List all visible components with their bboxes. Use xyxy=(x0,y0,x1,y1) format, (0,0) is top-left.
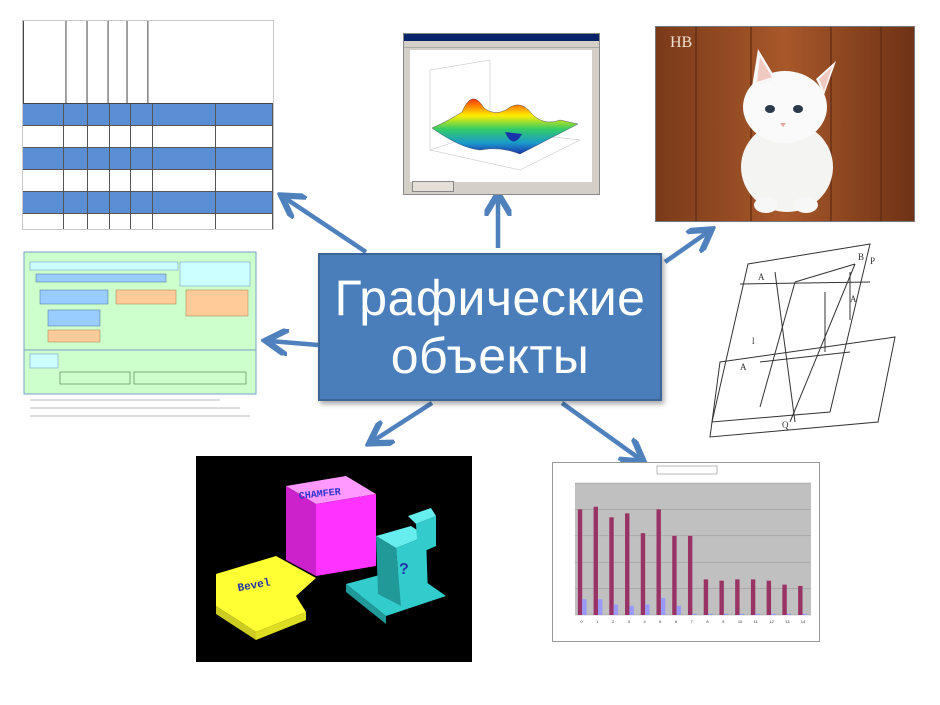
x-tick-label: 7 xyxy=(691,619,694,624)
arrow-to-table xyxy=(285,198,368,254)
window-menubar xyxy=(404,41,599,48)
x-tick-label: 5 xyxy=(659,619,662,624)
svg-text:B: B xyxy=(858,252,864,262)
svg-text:A: A xyxy=(758,272,765,282)
svg-text:A: A xyxy=(740,362,747,372)
table-row xyxy=(23,192,273,214)
bar-series-1-1 xyxy=(593,506,598,615)
table-row xyxy=(23,214,273,229)
x-tick-label: 3 xyxy=(628,619,631,624)
svg-text:l: l xyxy=(752,336,755,346)
plot-area xyxy=(575,483,811,615)
x-tick-label: 1 xyxy=(596,619,599,624)
bar-series-2-1 xyxy=(597,599,603,615)
table-row xyxy=(23,104,273,126)
kitten-photo: HB xyxy=(655,26,915,222)
bar-series-2-11 xyxy=(755,613,760,615)
bar-series-1-4 xyxy=(640,533,646,615)
svg-text:P: P xyxy=(870,256,875,266)
bar-series-1-9 xyxy=(719,580,724,615)
bar-series-2-7 xyxy=(692,613,697,615)
bar-series-2-9 xyxy=(723,613,729,615)
central-topic-box: Графические объекты xyxy=(318,253,662,401)
photo-watermark-logo: HB xyxy=(670,34,693,51)
question-label: ? xyxy=(399,561,409,578)
bar-series-1-8 xyxy=(703,579,709,615)
bar-series-1-3 xyxy=(625,513,630,615)
x-tick-label: 13 xyxy=(785,619,790,624)
chart-title-box xyxy=(656,465,718,475)
bar-series-2-3 xyxy=(629,605,634,615)
window-titlebar xyxy=(404,34,599,41)
svg-text:Q: Q xyxy=(782,420,789,430)
bar-series-2-0 xyxy=(582,599,587,615)
x-tick-label: 8 xyxy=(706,619,709,624)
bar-series-1-12 xyxy=(766,580,772,615)
table-header xyxy=(23,21,273,104)
bar-series-1-13 xyxy=(782,584,787,615)
central-title-line-2: объекты xyxy=(390,328,590,384)
table-row xyxy=(23,148,273,170)
surface-plot-window xyxy=(403,33,600,195)
central-title-line-1: Графические xyxy=(334,270,646,326)
bar-series-2-13 xyxy=(786,613,792,615)
surface-plot-area xyxy=(410,50,592,182)
bar-series-1-5 xyxy=(656,509,661,615)
x-tick-label: 12 xyxy=(769,619,774,624)
arrow-to-shapes xyxy=(373,401,434,441)
bar-series-2-5 xyxy=(660,597,666,615)
bar-series-1-7 xyxy=(687,535,693,615)
bar-series-2-8 xyxy=(708,613,713,615)
table-image xyxy=(22,20,274,230)
3d-shapes-render: CHAMFER Bevel ? xyxy=(196,456,472,662)
bar-series-1-11 xyxy=(750,579,756,615)
flowchart-document xyxy=(23,251,257,417)
bar-series-1-2 xyxy=(609,517,614,615)
x-tick-label: 14 xyxy=(801,619,806,624)
x-tick-label: 9 xyxy=(722,619,725,624)
bar-series-2-4 xyxy=(645,604,650,615)
bevel-label: Bevel xyxy=(237,577,272,595)
chamfer-label: CHAMFER xyxy=(298,487,341,502)
x-tick-label: 4 xyxy=(643,619,646,624)
bar-series-1-10 xyxy=(735,579,740,615)
bar-series-2-2 xyxy=(613,604,619,615)
bar-series-1-14 xyxy=(798,585,803,615)
arrow-to-barchart xyxy=(560,401,640,459)
x-tick-label: 11 xyxy=(754,619,759,624)
bar-series-1-6 xyxy=(672,535,677,615)
bar-series-2-12 xyxy=(771,613,776,615)
x-tick-label: 10 xyxy=(738,619,743,624)
x-tick-label: 2 xyxy=(612,619,615,624)
bar-series-1-0 xyxy=(577,509,583,615)
table-row xyxy=(23,126,273,148)
window-button[interactable] xyxy=(412,181,454,192)
x-tick-label: 0 xyxy=(581,619,584,624)
arrow-to-flowchart xyxy=(270,341,319,345)
bar-series-2-6 xyxy=(676,605,682,615)
bar-series-2-10 xyxy=(739,613,744,615)
svg-text:A: A xyxy=(850,294,857,304)
table-row xyxy=(23,170,273,192)
x-tick-label: 6 xyxy=(675,619,678,624)
bar-series-2-14 xyxy=(802,613,807,615)
